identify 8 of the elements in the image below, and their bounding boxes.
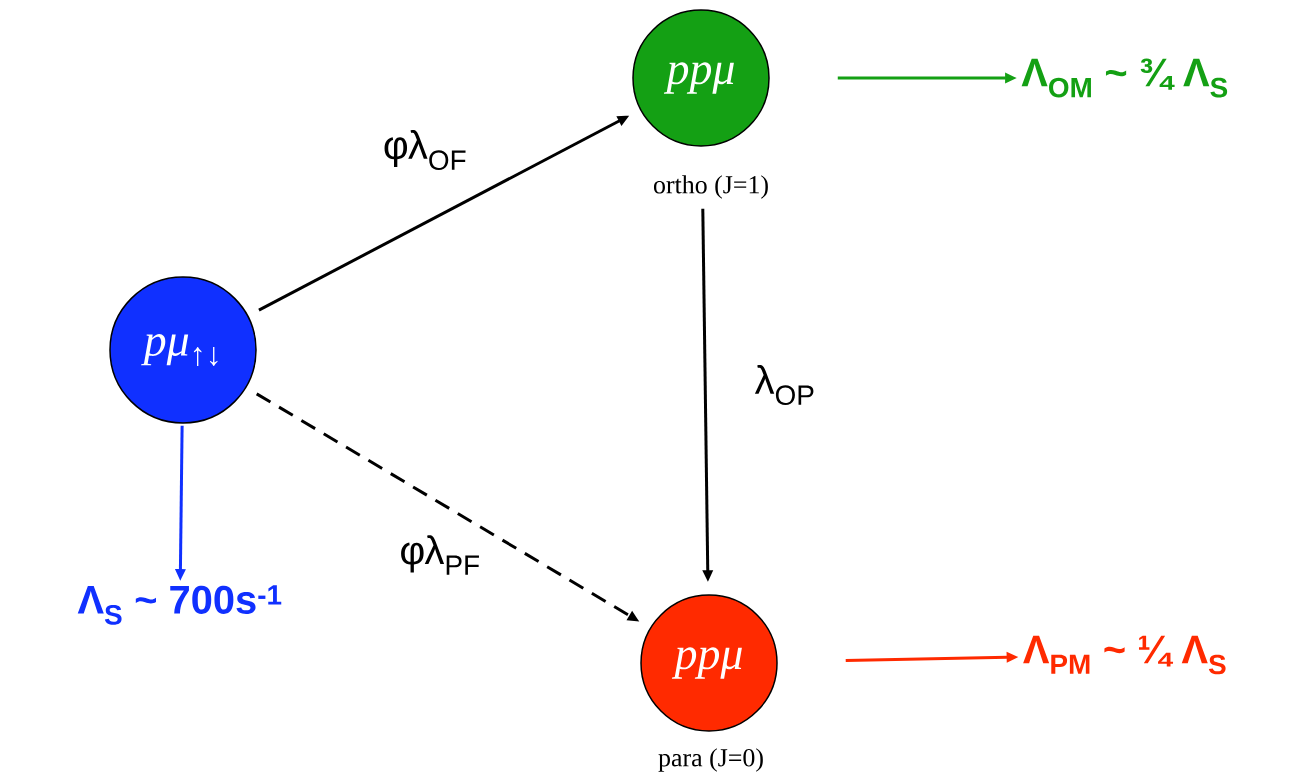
state-label: para (J=0)	[658, 748, 763, 772]
rate-label: Λ$_{OM}$ ~ ¾ Λ$_{S}$	[1021, 58, 1228, 98]
edge-label: φλ$_{OF}$	[380, 127, 470, 173]
edge-label: φλ$_{PF}$	[397, 533, 483, 577]
rate-label: Λ$_{S}$ ~ 700s$^{-1}$	[77, 585, 282, 625]
state-label: ortho (J=1)	[653, 175, 768, 199]
rate-label: Λ$_{PM}$ ~ ¼ Λ$_{S}$	[1023, 635, 1226, 675]
edge-label: λ$_{OP}$	[752, 362, 818, 408]
